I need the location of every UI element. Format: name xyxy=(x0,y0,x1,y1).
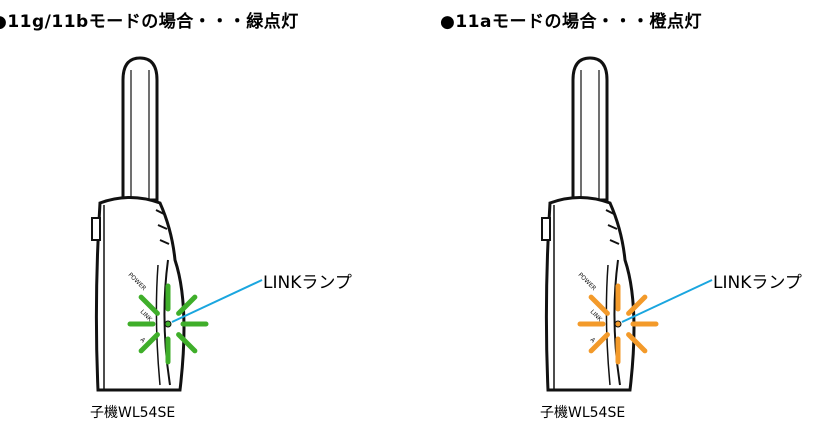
led-label-a: A xyxy=(589,336,597,344)
led-panel xyxy=(613,259,621,386)
antenna xyxy=(571,56,609,202)
glow-ray xyxy=(588,332,610,354)
device-drawing xyxy=(91,56,186,392)
glow-ray xyxy=(138,332,160,354)
device-drawing xyxy=(541,56,636,392)
led-panel xyxy=(163,259,171,386)
callout-line xyxy=(171,279,263,323)
link-lamp-label: LINKランプ xyxy=(263,273,352,293)
link-led xyxy=(614,320,622,328)
link-led-glow xyxy=(577,283,659,365)
adapter-body xyxy=(544,196,636,392)
glow-ray xyxy=(626,332,648,354)
link-lamp-label: LINKランプ xyxy=(713,273,802,293)
glow-ray xyxy=(176,332,198,354)
glow-ray xyxy=(138,294,160,316)
mode-heading-11g-11b: ●11g/11bモードの場合・・・緑点灯 xyxy=(0,12,299,32)
link-led-glow xyxy=(127,283,209,365)
glow-ray xyxy=(176,294,198,316)
glow-ray xyxy=(626,294,648,316)
led-label-a: A xyxy=(139,336,147,344)
wireless-adapter-green-illustration: POWER LINK A xyxy=(91,56,263,392)
glow-ray xyxy=(588,294,610,316)
adapter-body xyxy=(94,196,186,392)
mode-heading-11a: ●11aモードの場合・・・橙点灯 xyxy=(440,12,702,32)
link-led xyxy=(164,320,172,328)
antenna xyxy=(121,56,159,202)
callout-line xyxy=(621,279,713,323)
wireless-adapter-orange-illustration: POWER LINK A xyxy=(541,56,713,392)
device-caption: 子機WL54SE xyxy=(90,405,176,421)
device-caption: 子機WL54SE xyxy=(540,405,626,421)
